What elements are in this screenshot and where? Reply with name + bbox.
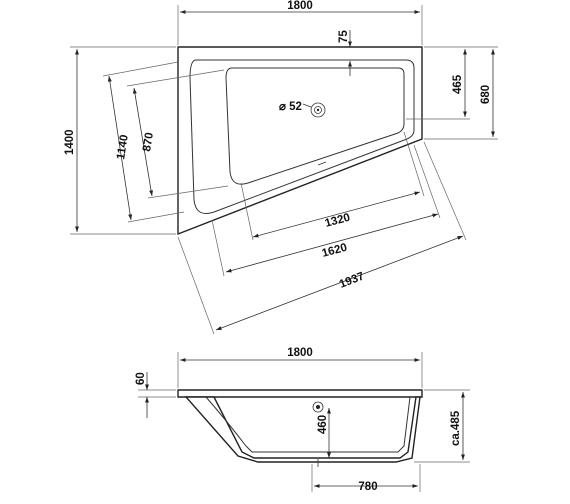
left-basin-label: 870 — [141, 132, 156, 153]
tub-rim-inner — [189, 59, 415, 214]
section-drain-icon — [312, 401, 324, 467]
tub-outline — [177, 46, 423, 236]
total-height-label: ca.485 — [450, 410, 462, 446]
section-rim — [177, 389, 423, 398]
drain-offset-label: 75 — [338, 30, 350, 43]
drain-position-label: 780 — [358, 481, 377, 493]
plan-depth-right-label: 680 — [480, 85, 492, 104]
bottom-middle-label: 1620 — [321, 242, 349, 260]
drain-icon — [310, 102, 326, 118]
section-width-label: 1800 — [287, 347, 313, 359]
drain-height-label: 460 — [317, 415, 329, 434]
rim-height-label: 60 — [135, 372, 147, 385]
plan-width-label: 1800 — [287, 0, 313, 12]
dim-left-inner — [107, 75, 133, 221]
section-view: 1800 60 460 ca.485 780 — [135, 347, 470, 493]
dim-bottom-outer — [215, 235, 464, 331]
plan-view: ⌀ 52 1800 75 1400 1140 870 465 — [64, 0, 498, 335]
drain-leader — [302, 103, 312, 108]
bottom-outer-label: 1937 — [338, 270, 366, 290]
section-basin — [205, 396, 411, 453]
tub-basin — [225, 67, 405, 185]
drain-diameter-label: ⌀ 52 — [279, 101, 302, 113]
bottom-inner-label: 1320 — [324, 212, 352, 230]
section-body — [184, 396, 421, 463]
right-basin-label: 465 — [452, 74, 464, 94]
left-inner-label: 1140 — [115, 134, 131, 161]
overflow-mark — [317, 161, 327, 166]
plan-depth-left-label: 1400 — [64, 129, 76, 155]
dim-left-basin — [132, 87, 154, 197]
